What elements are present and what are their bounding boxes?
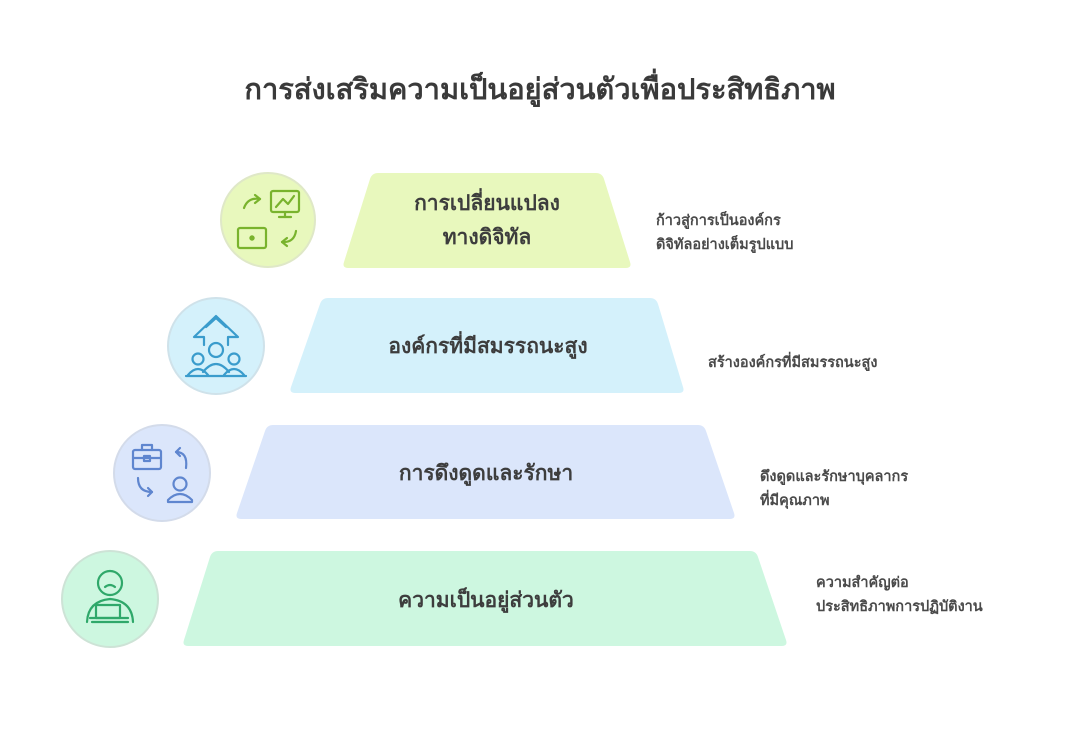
tier-1-trapezoid <box>343 173 631 268</box>
digital-transformation-icon <box>220 172 316 268</box>
tier-4-desc-line-1: ความสำคัญต่อ <box>816 575 909 591</box>
tier-1-label-line-2: ทางดิจิทัล <box>442 225 532 249</box>
person-at-desk-icon <box>61 550 159 648</box>
tier-1-desc-line-1: ก้าวสู่การเป็นองค์กร <box>656 213 781 229</box>
tier-3-label-line-1: การดึงดูดและรักษา <box>398 461 574 485</box>
talent-exchange-icon <box>113 424 211 522</box>
tier-2-trapezoid <box>290 298 684 393</box>
tier-1-label: การเปลี่ยนแปลง ทางดิจิทัล <box>360 186 614 254</box>
tier-1-description: ก้าวสู่การเป็นองค์กร ดิจิทัลอย่างเต็มรูป… <box>656 209 793 257</box>
diagram-title: การส่งเสริมความเป็นอยู่ส่วนตัวเพื่อประสิ… <box>244 72 836 106</box>
team-growth-icon <box>167 297 265 395</box>
tier-4-description: ความสำคัญต่อ ประสิทธิภาพการปฏิบัติงาน <box>816 571 983 619</box>
tier-2-description: สร้างองค์กรที่มีสมรรถนะสูง <box>708 351 877 375</box>
tier-1-desc-line-2: ดิจิทัลอย่างเต็มรูปแบบ <box>656 237 794 253</box>
tier-2-desc-line-1: สร้างองค์กรที่มีสมรรถนะสูง <box>708 355 878 371</box>
tier-3-description: ดึงดูดและรักษาบุคลากร ที่มีคุณภาพ <box>760 465 908 513</box>
tier-4-trapezoid <box>183 551 787 646</box>
tier-2-label: องค์กรที่มีสมรรถนะสูง <box>300 329 676 363</box>
tier-4-label-line-1: ความเป็นอยู่ส่วนตัว <box>398 588 574 612</box>
tier-1-label-line-1: การเปลี่ยนแปลง <box>414 191 560 215</box>
tier-4-label: ความเป็นอยู่ส่วนตัว <box>196 583 776 617</box>
tier-3-label: การดึงดูดและรักษา <box>250 456 722 490</box>
tier-2-label-line-1: องค์กรที่มีสมรรถนะสูง <box>388 334 588 358</box>
tier-3-desc-line-2: ที่มีคุณภาพ <box>760 493 830 509</box>
tier-4-desc-line-2: ประสิทธิภาพการปฏิบัติงาน <box>816 599 983 615</box>
tier-3-desc-line-1: ดึงดูดและรักษาบุคลากร <box>760 469 909 485</box>
tier-3-trapezoid <box>236 425 735 519</box>
